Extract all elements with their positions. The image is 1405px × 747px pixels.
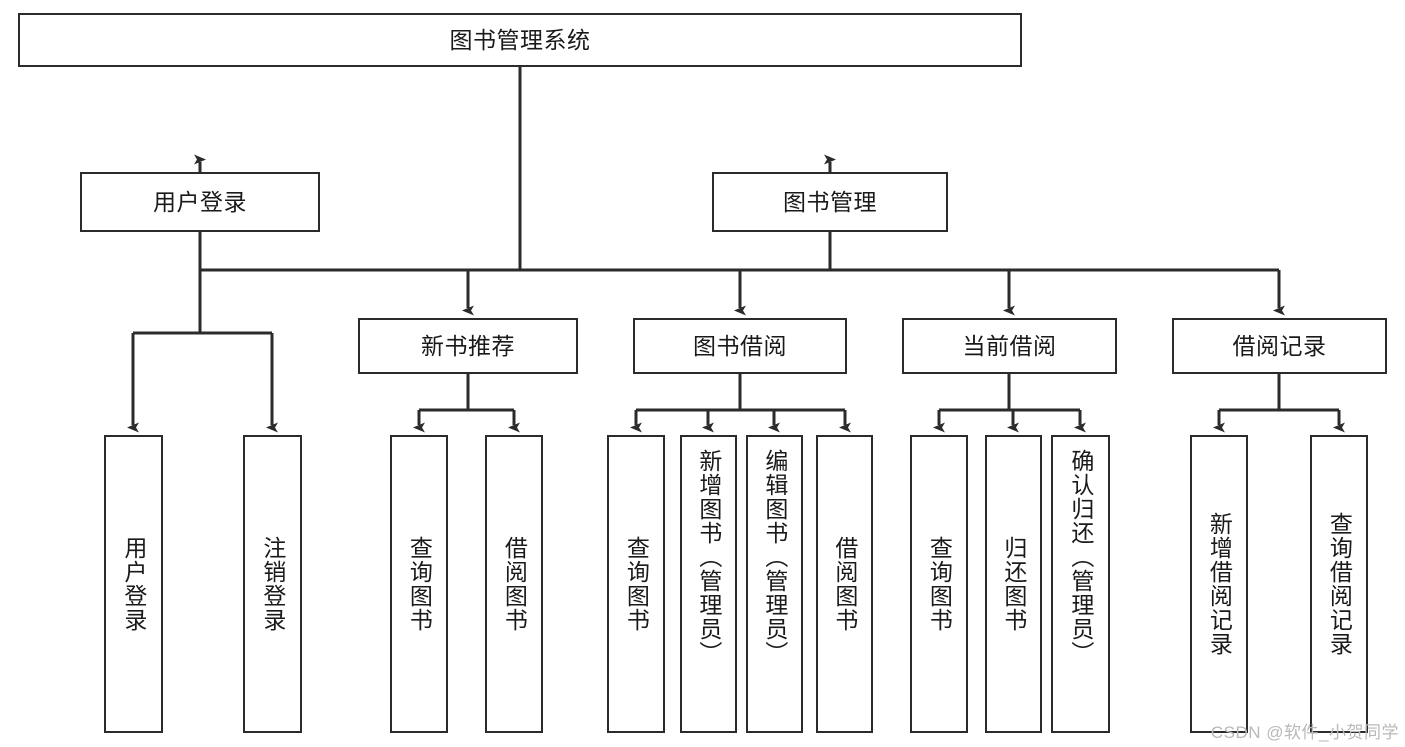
node-leaf-query-book-2-label: 查询图书 [623,536,650,632]
node-user-login[interactable]: 用户登录 [80,172,320,232]
node-leaf-user-logout-label: 注销登录 [259,536,286,632]
node-borrow-record[interactable]: 借阅记录 [1172,318,1387,374]
csdn-watermark: CSDN @软件_小贺同学 [1210,723,1399,742]
node-leaf-user-login-label: 用户登录 [120,536,147,632]
node-leaf-add-book-admin[interactable]: 新增图书（管理员） [680,435,737,733]
node-leaf-add-borrow-record-label: 新增借阅记录 [1206,512,1233,656]
node-leaf-confirm-return-admin-label: 确认归还（管理员） [1067,449,1094,665]
node-root-system[interactable]: 图书管理系统 [18,13,1022,67]
node-borrow-record-label: 借阅记录 [1232,332,1327,359]
node-leaf-borrow-book-1[interactable]: 借阅图书 [485,435,543,733]
node-current-borrow[interactable]: 当前借阅 [902,318,1117,374]
node-leaf-query-borrow-record[interactable]: 查询借阅记录 [1310,435,1368,733]
node-book-manage-label: 图书管理 [783,188,877,215]
node-leaf-return-book-label: 归还图书 [1000,536,1027,632]
node-book-borrow-label: 图书借阅 [693,332,787,359]
node-leaf-add-borrow-record[interactable]: 新增借阅记录 [1190,435,1248,733]
node-leaf-return-book[interactable]: 归还图书 [985,435,1042,733]
node-leaf-query-book-1-label: 查询图书 [406,536,433,632]
node-new-book-recommend-label: 新书推荐 [421,332,515,359]
node-leaf-borrow-book-1-label: 借阅图书 [501,536,528,632]
node-root-label: 图书管理系统 [449,26,591,53]
node-leaf-edit-book-admin-label: 编辑图书（管理员） [761,449,788,665]
node-leaf-user-logout[interactable]: 注销登录 [243,435,302,733]
node-leaf-borrow-book-2[interactable]: 借阅图书 [816,435,873,733]
node-leaf-query-borrow-record-label: 查询借阅记录 [1326,512,1353,656]
node-leaf-confirm-return-admin[interactable]: 确认归还（管理员） [1051,435,1110,733]
node-book-borrow[interactable]: 图书借阅 [633,318,847,374]
node-current-borrow-label: 当前借阅 [962,332,1057,359]
node-leaf-borrow-book-2-label: 借阅图书 [831,536,858,632]
node-leaf-user-login[interactable]: 用户登录 [104,435,163,733]
node-user-login-label: 用户登录 [153,188,247,215]
node-leaf-query-book-2[interactable]: 查询图书 [607,435,665,733]
node-leaf-add-book-admin-label: 新增图书（管理员） [695,449,722,665]
connectors [127,67,1345,433]
node-leaf-query-book-3-label: 查询图书 [926,536,953,632]
node-book-manage[interactable]: 图书管理 [712,172,948,232]
node-leaf-query-book-3[interactable]: 查询图书 [910,435,968,733]
node-new-book-recommend[interactable]: 新书推荐 [358,318,578,374]
node-leaf-query-book-1[interactable]: 查询图书 [390,435,448,733]
node-leaf-edit-book-admin[interactable]: 编辑图书（管理员） [746,435,803,733]
